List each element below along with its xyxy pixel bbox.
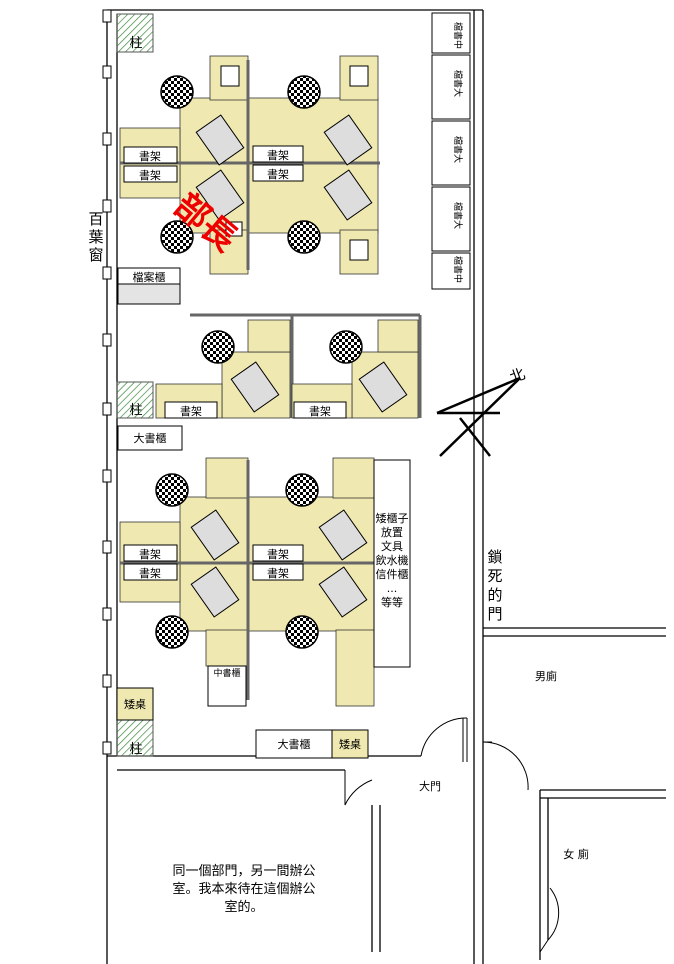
low-table-left: 矮桌	[116, 687, 154, 721]
svg-text:書架: 書架	[139, 149, 161, 163]
svg-text:書架: 書架	[180, 404, 202, 418]
low-cabinet: 矮櫃子放置文具飲水機信件櫃...等等	[373, 459, 411, 668]
svg-text:矮桌: 矮桌	[339, 737, 361, 751]
svg-text:大書櫃: 大書櫃	[278, 737, 311, 751]
big-cabinet-bottom: 大書櫃	[255, 729, 333, 759]
note-text: 同一個部門，另一間辦公室。我本來待在這個辦公室的。	[172, 864, 315, 915]
mens-room-label: 男廁	[535, 669, 557, 683]
mid-cabinet: 中書櫃	[207, 665, 247, 707]
svg-text:中書櫃: 中書櫃	[213, 667, 240, 679]
door-swings	[344, 717, 560, 953]
svg-text:書架: 書架	[267, 547, 289, 561]
cabinet-label-1: 檔書中	[452, 22, 464, 49]
cabinet-label-4: 檔書大	[452, 202, 464, 229]
bookshelf-middle-1: 書架	[164, 401, 218, 419]
svg-text:書架: 書架	[309, 404, 331, 418]
cabinet-label-5: 檔書中	[452, 256, 464, 283]
womens-room-label: 女 廁	[563, 847, 589, 861]
svg-text:書架: 書架	[139, 547, 161, 561]
svg-text:柱: 柱	[129, 403, 142, 418]
svg-text:矮櫃子放置文具飲水機信件櫃...等等: 矮櫃子放置文具飲水機信件櫃...等等	[376, 511, 409, 609]
cabinet-label-3: 檔書大	[452, 136, 464, 163]
bookshelf-bottom-2: 書架	[123, 563, 178, 581]
bookshelf-bottom-4: 書架	[252, 563, 304, 581]
outer-walls	[102, 9, 666, 964]
svg-text:大書櫃: 大書櫃	[134, 431, 167, 445]
desk-cluster-bottom	[119, 457, 376, 707]
locked-door-label: 鎖死的門	[487, 548, 502, 623]
desk-cluster-top	[119, 55, 380, 275]
svg-text:檔案櫃: 檔案櫃	[133, 270, 166, 284]
svg-text:矮桌: 矮桌	[124, 697, 146, 711]
svg-text:書架: 書架	[139, 566, 161, 580]
bookshelf-bottom-3: 書架	[252, 544, 304, 562]
bookshelf-top-1: 書架	[123, 146, 178, 164]
svg-text:柱: 柱	[129, 742, 142, 757]
pillar-bottom: 柱	[116, 719, 154, 757]
big-cabinet-middle: 大書櫃	[117, 425, 183, 451]
svg-text:書架: 書架	[267, 148, 289, 162]
pillar-top: 柱	[116, 13, 154, 53]
pillar-middle: 柱	[116, 381, 154, 419]
low-table-right: 矮桌	[331, 729, 369, 759]
svg-text:柱: 柱	[129, 36, 142, 51]
bookshelf-middle-2: 書架	[293, 401, 347, 419]
bookshelf-top-2: 書架	[123, 165, 178, 183]
svg-text:書架: 書架	[267, 566, 289, 580]
file-cabinet: 檔案櫃	[117, 267, 181, 305]
svg-text:書架: 書架	[139, 168, 161, 182]
cabinet-column	[431, 12, 471, 290]
svg-text:書架: 書架	[267, 167, 289, 181]
north-arrow: 北	[436, 365, 527, 457]
main-door-label: 大門	[419, 779, 441, 793]
bookshelf-top-4: 書架	[252, 164, 304, 182]
bookshelf-bottom-1: 書架	[123, 544, 178, 562]
window-label: 百葉窗	[88, 210, 103, 264]
svg-text:北: 北	[507, 365, 527, 387]
cabinet-label-2: 檔書大	[452, 70, 464, 97]
bookshelf-top-3: 書架	[252, 145, 304, 163]
